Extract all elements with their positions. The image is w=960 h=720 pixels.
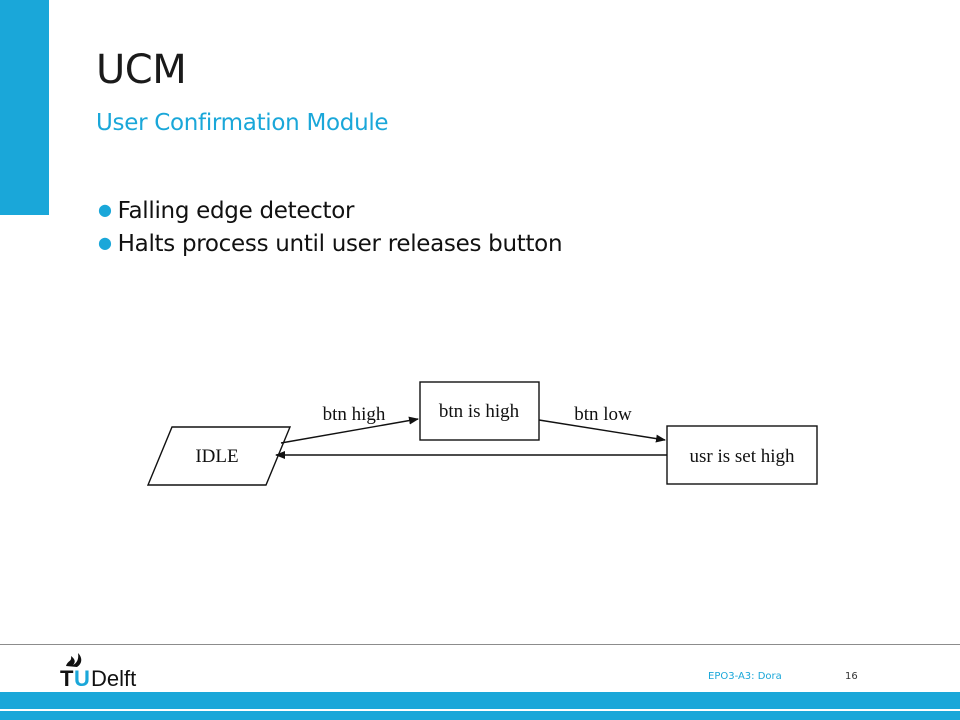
footer-bar-bottom (0, 711, 960, 720)
node-idle-shape (146, 426, 292, 486)
bullet-dot-icon: ● (98, 200, 112, 219)
node-btn-is-high-label: btn is high (439, 401, 520, 422)
bullet-item: ● Halts process until user releases butto… (98, 227, 563, 260)
tu-delft-logo-icon: T U Delft (60, 653, 136, 690)
edge-label-btn-high: btn high (323, 404, 386, 425)
edge-btn-is-high-to-usr (538, 419, 666, 443)
footer-divider (0, 644, 960, 645)
edge-label-btn-low: btn low (574, 404, 632, 425)
footer-course: EPO3-A3: Dora (708, 671, 782, 682)
slide-title: UCM (96, 47, 187, 93)
node-usr-is-set-high-shape (666, 425, 818, 485)
bullet-text: Falling edge detector (117, 198, 355, 224)
flame-icon (66, 653, 82, 667)
node-usr-is-set-high-label: usr is set high (689, 446, 795, 467)
logo-delft: Delft (91, 666, 136, 690)
bullet-item: ● Falling edge detector (98, 194, 562, 227)
bullet-dot-icon: ● (98, 233, 112, 252)
slide-subtitle: User Confirmation Module (96, 110, 389, 136)
node-btn-is-high-shape (419, 381, 540, 441)
bullet-text: Halts process until user releases button (117, 231, 563, 257)
footer-bar-top (0, 692, 960, 709)
edge-idle-to-btn-is-high (280, 416, 419, 444)
node-idle-label: IDLE (195, 446, 238, 467)
bullet-list: ● Falling edge detector ● Halts process un… (98, 194, 563, 260)
page-number: 16 (845, 671, 858, 682)
logo-t: T (60, 666, 74, 690)
logo-u: U (74, 666, 90, 690)
accent-bar (0, 0, 49, 215)
